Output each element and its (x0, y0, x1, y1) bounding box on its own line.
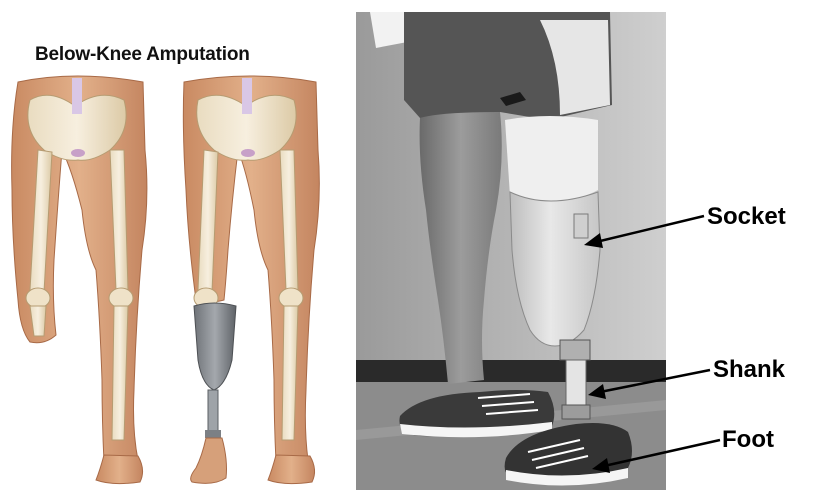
illustration-amputated-leg-anatomy (12, 76, 320, 484)
photo-below-knee-prosthesis (356, 12, 666, 490)
anatomy-figure-prosthesis (183, 76, 319, 484)
anatomy-figure-amputation (12, 76, 147, 484)
socket-label: Socket (707, 203, 786, 231)
foot-label: Foot (722, 426, 774, 454)
shank-label: Shank (713, 356, 785, 384)
figure-title: Below-Knee Amputation (35, 44, 250, 66)
